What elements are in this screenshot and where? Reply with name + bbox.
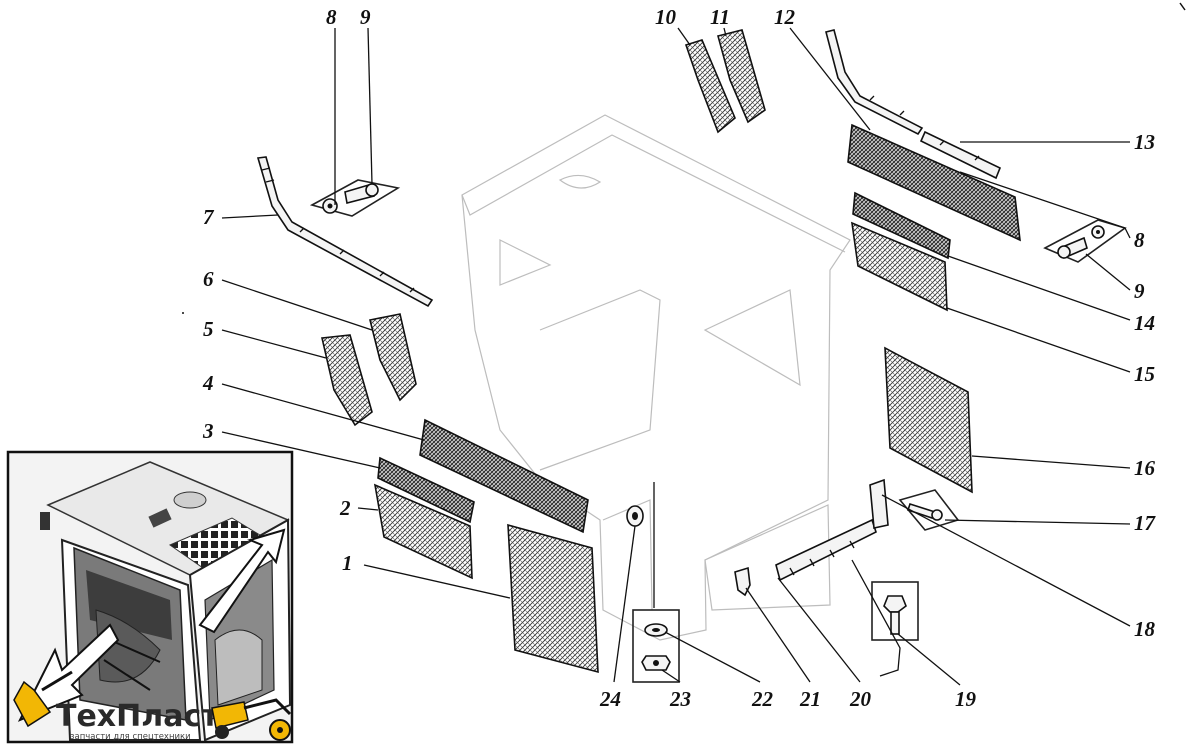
callout-22: 22 [751,687,774,711]
callout-4: 4 [202,371,214,395]
inset-arrow-right [198,528,286,634]
callout-14: 14 [1134,311,1155,335]
panel-14 [852,191,951,260]
strip-20 [775,518,877,582]
callout-11: 11 [710,5,730,29]
screw-17 [906,502,937,519]
callout-19: 19 [955,687,977,711]
callout-17: 17 [1134,511,1157,535]
panel-3 [377,456,475,524]
panel-10 [684,39,736,134]
callout-3: 3 [202,419,214,443]
panel-2 [373,483,473,580]
panel-16 [884,346,973,494]
callout-13: 13 [1134,130,1155,154]
inset-photo [6,450,294,744]
strip-7 [256,156,434,308]
panel-15 [851,221,948,312]
loader-icon [211,701,249,729]
callout-20: 20 [849,687,872,711]
bolt-19 [883,595,907,613]
panels [321,29,1021,674]
callout-21: 21 [799,687,821,711]
strips [256,29,1002,597]
callout-23: 23 [669,687,691,711]
callout-12: 12 [774,5,796,29]
corner-mark [1179,2,1186,11]
speck [182,312,184,314]
callout-9-left: 9 [360,5,371,29]
callout-1: 1 [342,551,353,575]
watermark-tagline: запчасти для спецтехники [70,732,191,742]
watermark-brand: ТехПласт [56,699,219,734]
fasteners [309,179,1127,683]
callout-9-right: 9 [1134,279,1145,303]
strip-13-upper [825,29,924,136]
bracket-18 [869,478,889,529]
panel-11 [717,29,766,124]
leader-lines [221,27,1131,686]
panel-1 [507,523,599,674]
panel-12 [847,123,1021,242]
cab-body-outline [461,114,851,641]
callout-numbers: 1 2 3 4 5 6 7 8 9 10 11 12 13 8 9 14 15 … [202,5,1157,711]
callout-2: 2 [339,496,351,520]
callout-8-left: 8 [326,5,337,29]
watermark-logo: ТехПласт запчасти для спецтехники [13,670,292,742]
callout-7: 7 [203,205,215,229]
panel-4 [419,418,589,534]
callout-18: 18 [1134,617,1156,641]
panel-5 [321,334,373,427]
callout-16: 16 [1134,456,1156,480]
callout-24: 24 [599,687,621,711]
callout-8-right: 8 [1134,228,1145,252]
panel-6 [369,313,417,402]
callout-5: 5 [203,317,214,341]
callout-6: 6 [203,267,214,291]
callout-15: 15 [1134,362,1155,386]
excavator-bucket-icon [13,680,52,728]
callout-10: 10 [655,5,677,29]
